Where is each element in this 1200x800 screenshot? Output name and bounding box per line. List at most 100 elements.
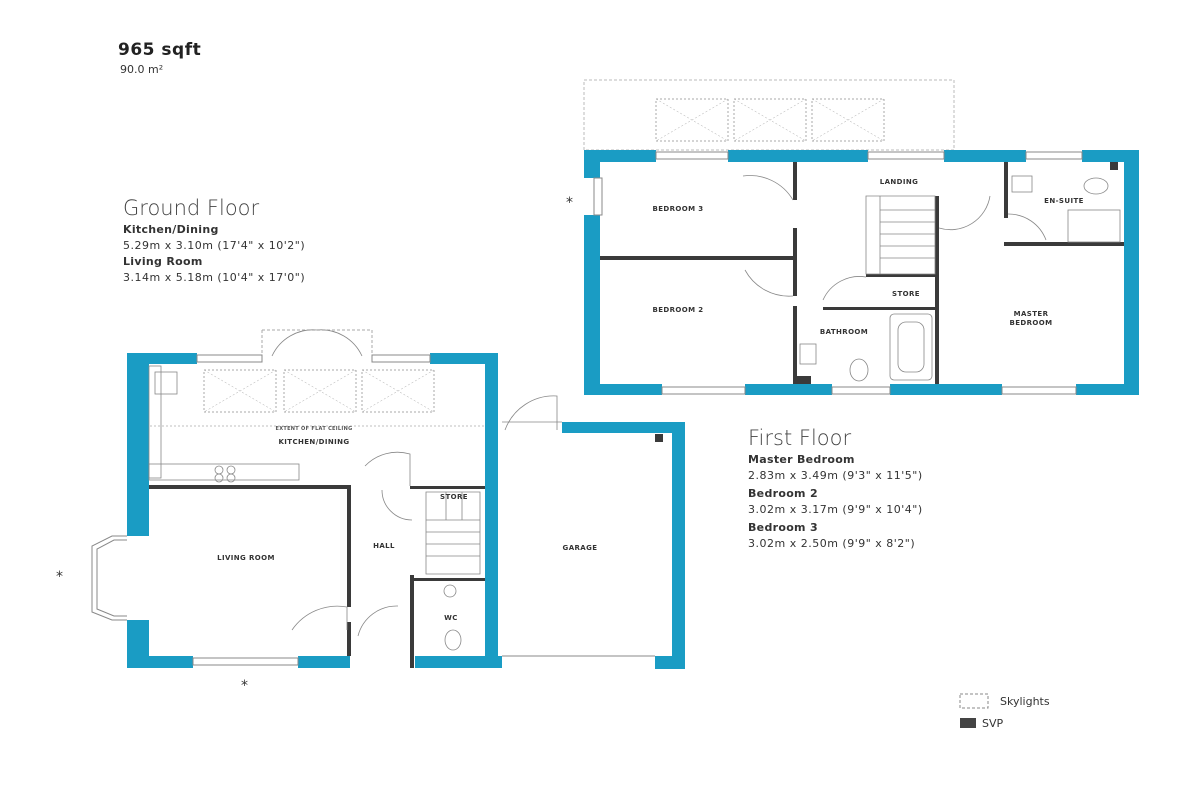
wall <box>793 306 797 384</box>
bedroom3-door <box>742 175 794 201</box>
worktop-bottom <box>148 463 300 481</box>
roof-outline <box>583 79 955 151</box>
plan-label-store: STORE <box>440 493 468 501</box>
kitchen-units <box>148 365 300 483</box>
room-name-kitchen-dining: Kitchen/Dining <box>123 223 219 236</box>
wall <box>793 228 797 296</box>
garage-side-door <box>502 395 562 431</box>
stair-treads <box>426 492 480 557</box>
wall <box>415 656 502 668</box>
wall <box>149 485 349 489</box>
window <box>1025 151 1083 160</box>
french-door-outline <box>261 329 373 356</box>
wc-toilet <box>444 629 462 651</box>
legend-skylights-label: Skylights <box>1000 695 1050 708</box>
wall <box>1004 162 1008 218</box>
first-floor-windows <box>593 151 1083 395</box>
first-floor-plan: BEDROOM 3 BEDROOM 2 LANDING EN-SUITE STO… <box>566 79 1139 395</box>
wall <box>793 162 797 200</box>
bathroom-door <box>822 276 867 301</box>
window-star-marker: * <box>56 569 63 585</box>
room-name-master-bedroom: Master Bedroom <box>748 453 855 466</box>
skylight-legend-icon <box>959 693 989 709</box>
plan-label-landing: LANDING <box>880 178 919 186</box>
worktop-left <box>148 365 162 479</box>
bedroom2-door <box>744 269 794 297</box>
plan-label-wc: WC <box>444 614 458 622</box>
first-floor-internal-walls <box>600 162 1124 384</box>
plan-label-store: STORE <box>892 290 920 298</box>
room-dim-master-bedroom: 2.83m x 3.49m (9'3" x 11'5") <box>748 469 923 482</box>
window-star-marker: * <box>241 678 248 694</box>
ensuite-shower <box>1067 209 1121 243</box>
skylight <box>283 369 357 413</box>
wall <box>410 486 485 489</box>
room-dim-bedroom-3: 3.02m x 2.50m (9'9" x 8'2") <box>748 537 916 550</box>
first-floor-outer-walls <box>584 150 1139 395</box>
plan-label-en-suite: EN-SUITE <box>1044 197 1084 205</box>
skylight <box>361 369 435 413</box>
plan-label-bedroom-2: BEDROOM 2 <box>652 306 703 314</box>
legend-svp-label: SVP <box>982 717 1004 730</box>
wall <box>890 384 1002 395</box>
wall <box>944 150 1026 162</box>
wall <box>584 384 662 395</box>
bath-inner <box>897 321 925 373</box>
total-area-sqft: 965 sqft <box>118 40 202 60</box>
wall <box>347 622 351 656</box>
garage <box>502 395 685 669</box>
svp <box>1110 162 1118 170</box>
plan-label-hall: HALL <box>373 542 395 550</box>
sink <box>154 371 178 395</box>
garage-wall <box>655 656 685 669</box>
hob-ring <box>214 465 224 475</box>
bay-window <box>91 535 127 621</box>
room-dim-living-room: 3.14m x 5.18m (10'4" x 17'0") <box>123 271 306 284</box>
wall <box>584 150 656 162</box>
living-door <box>291 605 348 631</box>
window <box>867 151 945 160</box>
window <box>1001 386 1077 395</box>
wall <box>347 485 351 607</box>
wall <box>600 256 796 260</box>
wall <box>728 150 868 162</box>
window <box>371 354 431 363</box>
first-floor-title: First Floor <box>748 426 852 450</box>
window <box>655 151 729 160</box>
ensuite-door <box>1007 213 1047 241</box>
wall <box>485 353 498 668</box>
ground-floor-outer-walls <box>127 353 502 668</box>
plan-label-master-line1: MASTER <box>1014 310 1049 318</box>
kitchen-door <box>364 451 411 486</box>
ensuite-toilet <box>1083 177 1109 195</box>
room-name-bedroom-3: Bedroom 3 <box>748 521 818 534</box>
skylight <box>203 369 277 413</box>
wall <box>584 150 600 178</box>
window <box>593 177 603 216</box>
window <box>196 354 263 363</box>
room-dim-bedroom-2: 3.02m x 3.17m (9'9" x 10'4") <box>748 503 923 516</box>
garage-svp <box>655 434 663 442</box>
store-door <box>381 489 413 521</box>
bathroom-basin <box>799 343 817 365</box>
plan-label-kitchen-dining: KITCHEN/DINING <box>278 438 349 446</box>
wall <box>127 353 197 364</box>
plan-label-flat-ceiling: EXTENT OF FLAT CEILING <box>276 426 353 432</box>
bathroom-toilet <box>849 358 869 382</box>
room-name-living-room: Living Room <box>123 255 203 268</box>
wall <box>584 215 600 395</box>
stair-outline <box>425 491 481 575</box>
hob-ring <box>214 473 224 483</box>
wall <box>935 196 939 384</box>
master-door <box>938 195 991 231</box>
stair-treads <box>879 196 935 274</box>
french-door-swing-right <box>316 329 363 357</box>
ground-floor-room-list: Kitchen/Dining 5.29m x 3.10m (17'4" x 10… <box>123 222 305 286</box>
ground-floor-plan: EXTENT OF FLAT CEILING KITCHEN/DINING LI… <box>56 329 685 694</box>
wall <box>298 656 350 668</box>
first-floor-skylights <box>655 98 885 142</box>
ground-floor-internal-walls <box>149 485 485 668</box>
skylight <box>655 98 729 142</box>
skylight-crosses <box>655 98 885 142</box>
